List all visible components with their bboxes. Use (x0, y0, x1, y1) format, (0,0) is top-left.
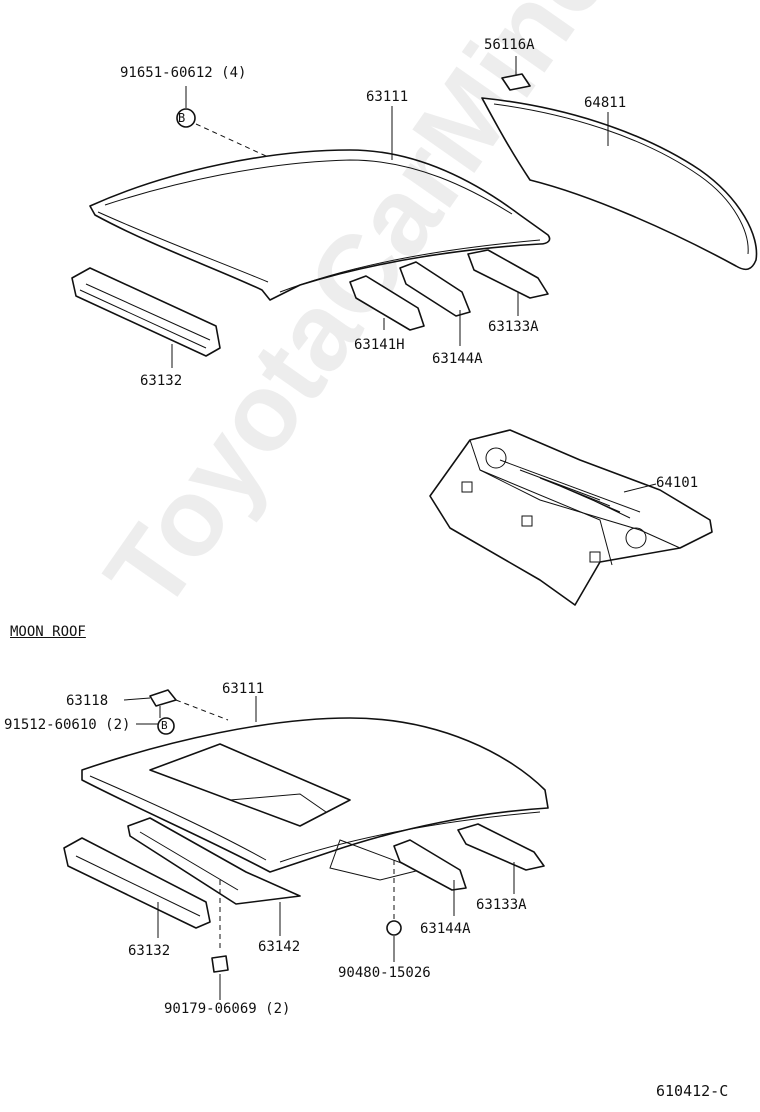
part-number-label: 90480-15026 (338, 965, 431, 981)
part-number-label: 63132 (140, 373, 183, 389)
part-number-label: 63118 (66, 693, 109, 709)
part-number-label: 63142 (258, 939, 301, 955)
figure-code: 610412-C (656, 1082, 729, 1100)
part-number-label: 90179-06069 (2) (164, 1001, 291, 1017)
reference-b-letter: B (161, 719, 168, 732)
bolt-90179 (211, 955, 229, 973)
roof-bows-bottom (393, 823, 545, 891)
part-number-label: 64101 (656, 475, 699, 491)
reference-b-circle-bottom (157, 717, 175, 735)
sunroof-housing (127, 817, 422, 905)
part-number-label: 63141H (354, 337, 405, 353)
part-number-label: 63144A (420, 921, 471, 937)
part-number-label: 63111 (222, 681, 265, 697)
roof-bows-top (349, 249, 549, 331)
part-number-label: 91512-60610 (2) (4, 717, 131, 733)
part-number-label: 63144A (432, 351, 483, 367)
clip-56116a (501, 73, 531, 91)
part-number-label: 56116A (484, 37, 535, 53)
leader-lines (123, 56, 657, 1000)
part-number-label: 63111 (366, 89, 409, 105)
part-number-label: 63133A (488, 319, 539, 335)
front-header-panel-top (71, 267, 221, 357)
roof-panel-moonroof (81, 717, 549, 873)
roof-panel-top (89, 149, 551, 301)
section-heading-moon-roof: MOON ROOF (10, 624, 86, 640)
rear-shelf-panel (429, 429, 713, 606)
front-header-panel-bottom (63, 837, 211, 929)
nut-90480 (386, 920, 402, 936)
part-number-label: 64811 (584, 95, 627, 111)
reference-b-letter: B (178, 111, 186, 125)
part-number-label: 63132 (128, 943, 171, 959)
back-window-glass (481, 97, 758, 271)
part-number-label: 91651-60612 (4) (120, 65, 247, 81)
part-number-label: 63133A (476, 897, 527, 913)
reference-b-circle-top (176, 108, 196, 128)
bracket-63118 (149, 689, 177, 707)
